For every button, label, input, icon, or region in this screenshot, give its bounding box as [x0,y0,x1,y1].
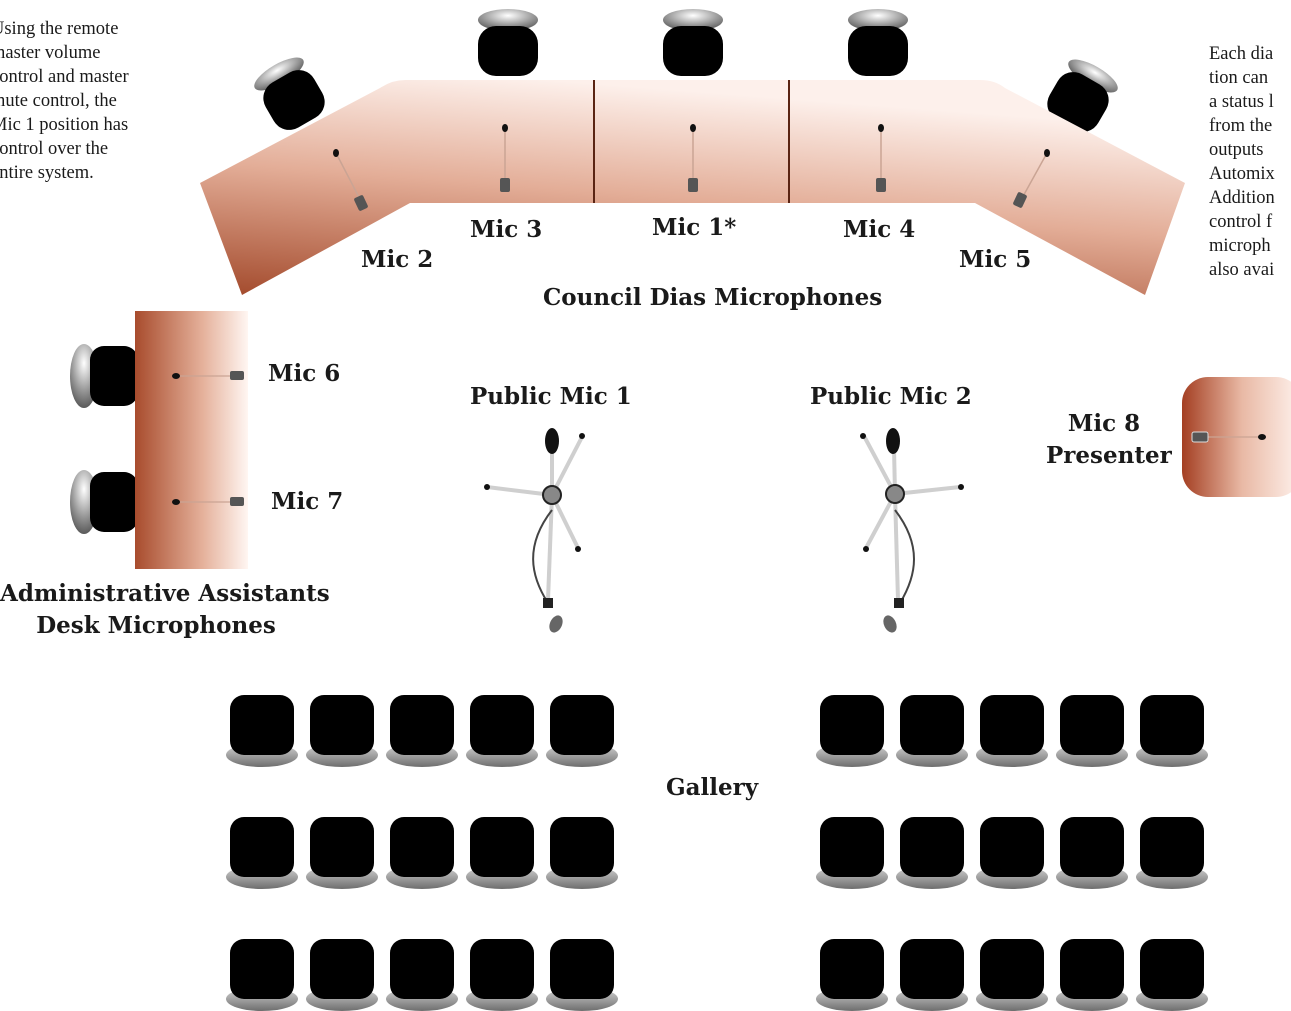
admin-desk-title-line2: Desk Microphones [36,612,276,639]
mic-1-label: Mic 1* [652,214,737,241]
council-dias-title: Council Dias Microphones [543,284,883,311]
gallery-seat [466,939,538,1011]
gallery-seat [896,939,968,1011]
gallery-seat [226,817,298,889]
dias-mic [688,124,698,192]
public-mic-1-label: Public Mic 1 [470,383,632,410]
dias-mic [500,124,510,192]
status-note: Each dia tion can a status l from the ou… [1209,44,1275,280]
dias-chair [663,9,723,76]
dias-chair [254,57,325,130]
presenter-mic-label: Mic 8 [1067,410,1141,437]
gallery-seat [976,695,1048,767]
presenter-mic [1191,431,1266,443]
gallery-seat [816,939,888,1011]
gallery-label: Gallery [666,774,759,801]
mic-2-label: Mic 2 [361,246,434,273]
mic-6-label: Mic 6 [268,360,341,387]
gallery-seat [896,695,968,767]
dias-mic [1013,149,1050,208]
dias-chair [478,9,538,76]
gallery-seat [306,939,378,1011]
gallery-seat [1056,695,1128,767]
gallery-seat [1056,817,1128,889]
gallery-seat [386,939,458,1011]
gallery-seat [466,817,538,889]
system-control-note: Using the remote master volume control a… [0,19,129,183]
gallery-seat [546,817,618,889]
gallery-seat [976,817,1048,889]
public-mic-1-stand [484,428,585,633]
gallery-seat [386,817,458,889]
gallery-seating [226,695,1208,1011]
gallery-seat [1136,817,1208,889]
gallery-seat [546,695,618,767]
gallery-seat [386,695,458,767]
dias-mic [876,124,886,192]
admin-mic [172,371,244,380]
mic-7-label: Mic 7 [271,488,344,515]
gallery-seat [466,695,538,767]
public-mic-2-label: Public Mic 2 [810,383,972,410]
gallery-seat [816,695,888,767]
dias-chair [1047,59,1118,132]
gallery-seat [226,939,298,1011]
dias-mic [333,149,368,211]
admin-mic [172,497,244,506]
admin-desk [135,311,248,569]
admin-chair [70,344,138,408]
gallery-seat [976,939,1048,1011]
mic-5-label: Mic 5 [959,246,1032,273]
gallery-seat [1136,939,1208,1011]
admin-chair [70,470,138,534]
mic-3-label: Mic 3 [470,216,543,243]
gallery-seat [306,695,378,767]
gallery-seat [226,695,298,767]
gallery-seat [1056,939,1128,1011]
gallery-seat [816,817,888,889]
dias-chair [848,9,908,76]
gallery-seat [306,817,378,889]
presenter-role-label: Presenter [1046,442,1172,469]
admin-desk-title-line1: Administrative Assistants [0,580,330,607]
mic-4-label: Mic 4 [843,216,916,243]
gallery-seat [1136,695,1208,767]
gallery-seat [896,817,968,889]
gallery-seat [546,939,618,1011]
public-mic-2-stand [860,428,964,633]
